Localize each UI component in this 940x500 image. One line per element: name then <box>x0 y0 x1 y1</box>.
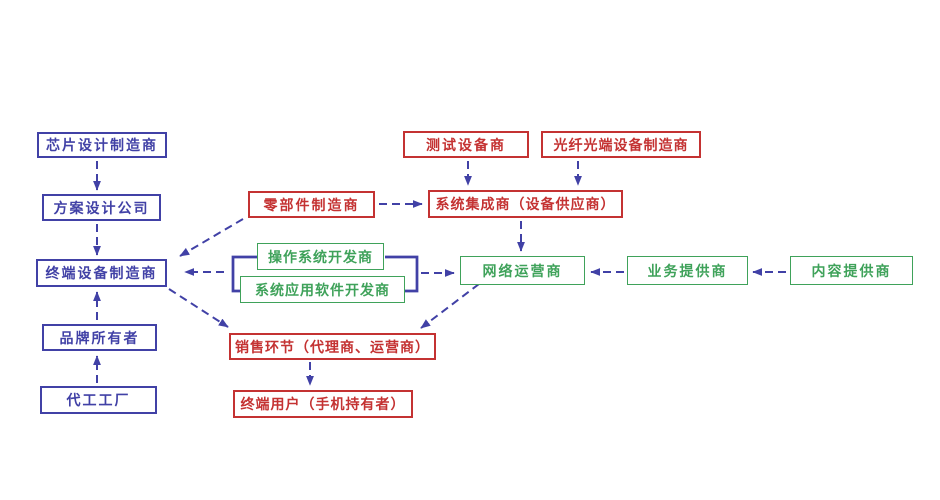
node-oem-factory: 代工工厂 <box>40 386 157 414</box>
node-brand-owner: 品牌所有者 <box>42 324 157 351</box>
edge-terminal-to-sales <box>168 288 229 328</box>
node-system-integrator: 系统集成商（设备供应商） <box>428 190 623 218</box>
node-network-operator: 网络运营商 <box>460 256 585 285</box>
node-solution-design-company: 方案设计公司 <box>42 194 161 221</box>
edge-parts-to-terminal <box>179 218 244 257</box>
edge-network-to-sales <box>420 283 480 329</box>
node-chip-design-manufacturer: 芯片设计制造商 <box>37 132 167 158</box>
node-end-user: 终端用户（手机持有者） <box>233 390 413 418</box>
node-sales-channel: 销售环节（代理商、运营商） <box>229 333 436 360</box>
node-fiber-optic-equipment-manufacturer: 光纤光端设备制造商 <box>541 131 701 158</box>
node-os-developer: 操作系统开发商 <box>257 243 384 270</box>
node-service-provider: 业务提供商 <box>627 256 748 285</box>
node-content-provider: 内容提供商 <box>790 256 913 285</box>
node-system-app-software-developer: 系统应用软件开发商 <box>240 276 405 303</box>
node-test-equipment-vendor: 测试设备商 <box>403 131 529 158</box>
node-terminal-equipment-manufacturer: 终端设备制造商 <box>36 259 167 287</box>
node-parts-manufacturer: 零部件制造商 <box>248 191 375 218</box>
